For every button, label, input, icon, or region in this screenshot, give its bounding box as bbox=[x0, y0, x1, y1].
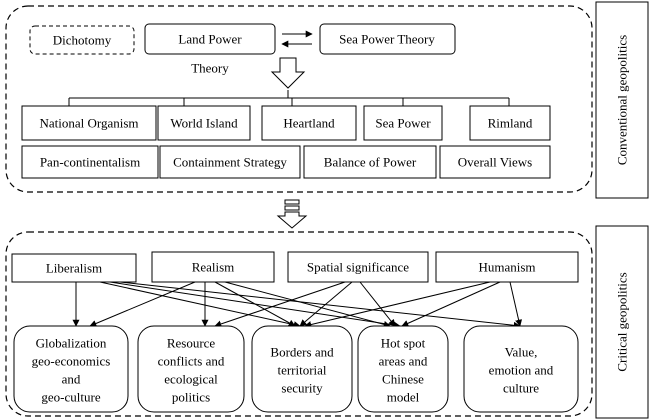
hotspot-line-3: Chinese bbox=[382, 372, 424, 387]
resource-line-4: politics bbox=[172, 390, 210, 405]
resource-line-1: Resource bbox=[167, 336, 216, 351]
globalization-line-3: and bbox=[62, 372, 81, 387]
critical-side-box bbox=[595, 225, 649, 419]
hotspot-line-2: areas and bbox=[379, 354, 428, 369]
rimland-label: Rimland bbox=[488, 116, 533, 131]
arrow-lib-borders bbox=[99, 281, 301, 329]
globalization-box bbox=[13, 325, 129, 413]
value-emotion-box bbox=[463, 325, 579, 413]
borders-box bbox=[251, 325, 353, 413]
down-arrow-hollow bbox=[270, 57, 306, 89]
conventional-side-label: Conventional geopolitics bbox=[615, 35, 630, 165]
sea-power-theory-label: Sea Power Theory bbox=[339, 32, 435, 47]
hotspot-line-1: Hot spot bbox=[381, 336, 426, 351]
borders-line-2: territorial bbox=[277, 363, 326, 378]
sea-power-theory-box bbox=[319, 23, 456, 55]
land-power-sub-label: Theory bbox=[191, 61, 229, 76]
dichotomy-label: Dichotomy bbox=[53, 33, 112, 48]
heartland-box bbox=[261, 105, 357, 141]
borders-line-3: security bbox=[281, 381, 323, 396]
arrow-real-glob bbox=[89, 281, 196, 327]
realism-box bbox=[151, 251, 275, 283]
pan-continentalism-box bbox=[21, 145, 159, 179]
national-organism-label: National Organism bbox=[39, 116, 138, 131]
overall-views-box bbox=[439, 145, 551, 179]
resource-line-2: conflicts and bbox=[158, 354, 225, 369]
containment-strategy-box bbox=[159, 145, 301, 179]
world-island-label: World Island bbox=[170, 116, 238, 131]
globalization-line-1: Globalization bbox=[36, 336, 107, 351]
connector-bar-2 bbox=[284, 205, 300, 211]
land-power-box bbox=[144, 23, 276, 55]
hot-spot-box bbox=[357, 325, 449, 413]
approach-topic-arrows bbox=[72, 281, 523, 329]
hotspot-line-4: model bbox=[387, 390, 420, 405]
arrow-real-hotspot bbox=[224, 281, 391, 328]
rimland-box bbox=[469, 105, 551, 141]
sea-power-label: Sea Power bbox=[375, 116, 431, 131]
globalization-line-2: geo-economics bbox=[32, 354, 111, 369]
resource-line-3: ecological bbox=[164, 372, 218, 387]
realism-label: Realism bbox=[192, 260, 235, 275]
heartland-label: Heartland bbox=[283, 116, 335, 131]
globalization-line-4: geo-culture bbox=[41, 390, 100, 405]
containment-strategy-label: Containment Strategy bbox=[173, 155, 287, 170]
value-line-1: Value, bbox=[505, 345, 538, 360]
down-arrow-critical bbox=[276, 211, 308, 229]
land-power-label: Land Power bbox=[178, 32, 242, 47]
overall-views-label: Overall Views bbox=[458, 155, 532, 170]
conventional-section-frame bbox=[5, 5, 593, 193]
arrow-lib-value bbox=[119, 281, 521, 329]
arrow-hum-borders bbox=[304, 281, 491, 328]
arrow-hum-hotspot bbox=[401, 281, 501, 327]
arrow-spat-resource bbox=[214, 281, 346, 328]
arrow-spat-hotspot bbox=[359, 281, 396, 327]
liberalism-label: Liberalism bbox=[46, 261, 102, 276]
spatial-significance-box bbox=[287, 251, 429, 283]
world-island-box bbox=[157, 105, 251, 141]
value-line-3: culture bbox=[503, 381, 539, 396]
humanism-box bbox=[435, 251, 579, 283]
sea-power-box bbox=[363, 105, 443, 141]
pan-continentalism-label: Pan-continentalism bbox=[40, 155, 140, 170]
critical-section-frame bbox=[5, 231, 593, 417]
arrow-spat-borders bbox=[299, 281, 353, 327]
value-line-2: emotion and bbox=[489, 363, 554, 378]
liberalism-box bbox=[11, 253, 137, 283]
dichotomy-box bbox=[29, 25, 135, 55]
conventional-side-box bbox=[595, 1, 649, 199]
resource-conflicts-box bbox=[137, 325, 245, 413]
connector-bar-1 bbox=[284, 199, 300, 205]
arrow-hum-value bbox=[509, 281, 523, 327]
spatial-significance-label: Spatial significance bbox=[307, 260, 409, 275]
critical-side-label: Critical geopolitics bbox=[615, 272, 630, 371]
national-organism-box bbox=[21, 105, 157, 141]
borders-line-1: Borders and bbox=[270, 345, 334, 360]
humanism-label: Humanism bbox=[478, 260, 535, 275]
balance-of-power-label: Balance of Power bbox=[324, 155, 417, 170]
arrow-real-borders bbox=[214, 281, 296, 327]
balance-of-power-box bbox=[303, 145, 437, 179]
